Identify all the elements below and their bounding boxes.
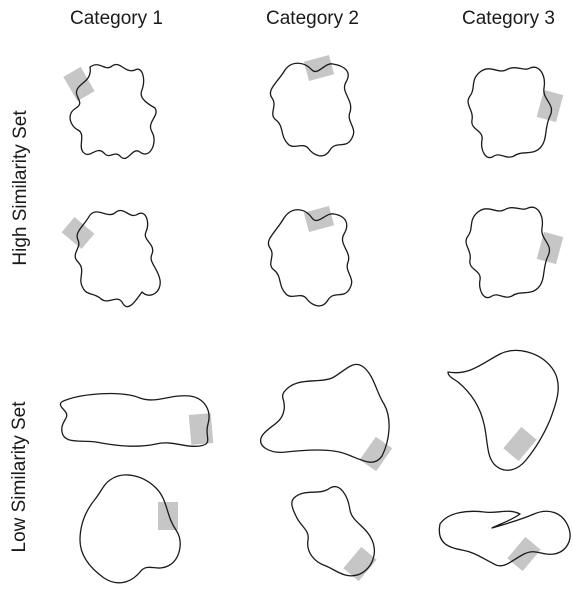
shape-high-cat3-b — [465, 206, 564, 299]
highlight-region — [343, 546, 377, 582]
column-label-category-1: Category 1 — [70, 8, 163, 29]
highlight-region — [303, 205, 335, 233]
highlight-region — [503, 426, 537, 462]
highlight-region — [536, 231, 564, 265]
shape-low-cat1-b — [79, 474, 181, 584]
shape-low-cat3-a — [447, 349, 559, 471]
shape-high-cat3-a — [467, 66, 564, 159]
highlight-region — [158, 502, 178, 530]
shape-high-cat2-b — [267, 205, 353, 307]
shape-low-cat1-a — [59, 392, 214, 447]
shape-high-cat1-b — [61, 209, 161, 308]
shape-high-cat1-a — [63, 63, 157, 159]
highlight-region — [303, 54, 335, 82]
column-label-category-3: Category 3 — [462, 8, 555, 29]
shape-low-cat3-b — [438, 510, 571, 572]
shape-low-cat2-a — [260, 363, 393, 472]
highlight-region — [63, 66, 95, 102]
shape-high-cat2-a — [269, 54, 355, 157]
highlight-region — [359, 436, 393, 472]
column-label-category-2: Category 2 — [266, 8, 359, 29]
shape-low-cat2-b — [291, 486, 377, 582]
